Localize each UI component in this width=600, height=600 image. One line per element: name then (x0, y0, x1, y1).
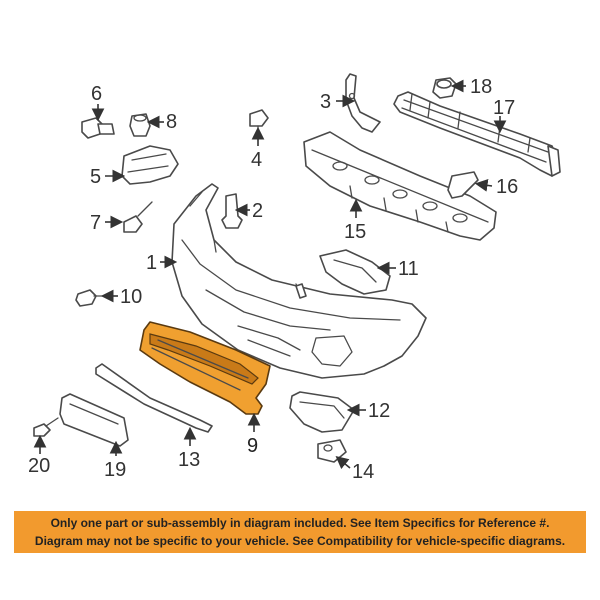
leader-lines (33, 79, 507, 470)
callout-3: 3 (320, 91, 331, 113)
part-17-reinforcement-bar (393, 91, 561, 177)
part-2-bolt (221, 193, 243, 229)
callout-4: 4 (251, 149, 262, 171)
part-10-bolt (75, 289, 109, 307)
part-5-bracket (121, 145, 179, 185)
callout-7: 7 (90, 212, 101, 234)
callout-5: 5 (90, 166, 101, 188)
callout-19: 19 (104, 459, 126, 481)
part-1-bumper-cover (171, 183, 427, 379)
callout-11: 11 (398, 258, 419, 280)
leader-14 (335, 455, 351, 470)
part-20-screw (33, 417, 59, 437)
part-13-moulding (95, 363, 213, 433)
part-16-strip (447, 171, 479, 199)
leader-16 (474, 179, 493, 192)
part-18-clip (432, 77, 457, 99)
notice-banner: Only one part or sub-assembly in diagram… (14, 511, 586, 553)
callout-9: 9 (247, 435, 258, 457)
part-19-bracket (59, 393, 129, 447)
part-7-screw (123, 201, 153, 233)
part-9-lower-panel-highlighted (139, 321, 271, 415)
callout-17: 17 (493, 97, 515, 119)
part-15-absorber (303, 131, 497, 241)
part-14-clip (317, 439, 347, 463)
part-6-bolt (81, 117, 115, 139)
callout-13: 13 (178, 449, 200, 471)
callout-6: 6 (91, 83, 102, 105)
callout-12: 12 (368, 400, 390, 422)
callout-18: 18 (470, 76, 492, 98)
callout-2: 2 (252, 200, 263, 222)
callout-numbers: 6 8 4 5 7 2 1 10 3 18 17 16 15 11 12 9 1… (28, 76, 518, 483)
part-4-screw (249, 109, 269, 141)
callout-1: 1 (146, 252, 157, 274)
callout-15: 15 (344, 221, 366, 243)
callout-14: 14 (352, 461, 374, 483)
callout-20: 20 (28, 455, 50, 477)
callout-10: 10 (120, 286, 142, 308)
part-3-bracket (345, 73, 381, 133)
part-8-plug (129, 113, 151, 137)
part-12-bezel (289, 391, 355, 433)
notice-line-1: Only one part or sub-assembly in diagram… (50, 516, 550, 530)
notice-line-2: Diagram may not be specific to your vehi… (34, 534, 566, 548)
callout-16: 16 (496, 176, 518, 198)
callout-8: 8 (166, 111, 177, 133)
part-11-bezel (319, 249, 391, 295)
